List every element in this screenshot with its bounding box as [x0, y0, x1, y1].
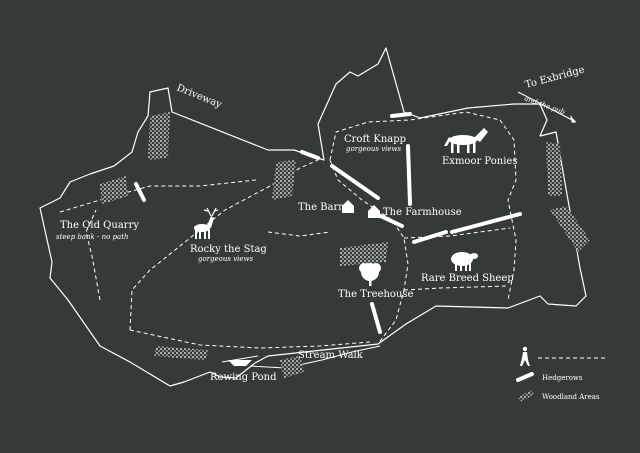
label-rare-breed-sheep: Rare Breed Sheep — [421, 273, 514, 284]
label-rowing-pond: Rowing Pond — [210, 372, 277, 383]
label-rocky-the-stag: Rocky the Stag — [190, 244, 267, 255]
label-croft-knapp: Croft Knapp — [344, 134, 406, 145]
legend-woodland-label: Woodland Areas — [542, 393, 600, 401]
label-the-treehouse: The Treehouse — [338, 289, 414, 300]
farmhouse-icon — [368, 205, 380, 218]
label-and-the-pub: and the pub — [523, 94, 566, 116]
map-labels: Driveway To Exbridge and the pub Croft K… — [56, 64, 586, 383]
legend: Hedgerows Woodland Areas — [516, 346, 606, 402]
boat-icon — [221, 355, 259, 366]
hedgerows — [134, 112, 522, 334]
legend-woodland-swatch — [518, 390, 534, 402]
pony-icon — [444, 128, 488, 153]
woodland-areas — [100, 112, 590, 378]
label-the-barn: The Barn — [298, 202, 345, 213]
stag-icon — [194, 207, 219, 239]
sheep-icon — [451, 252, 478, 271]
label-the-farmhouse: The Farmhouse — [383, 207, 462, 218]
label-old-quarry-note: steep bank - no path — [56, 233, 129, 241]
tree-icon — [359, 263, 381, 286]
label-rocky-note: gorgeous views — [198, 255, 254, 263]
label-driveway: Driveway — [175, 83, 224, 111]
estate-boundary — [39, 47, 587, 387]
arrow-icon — [517, 91, 577, 123]
inner-boundary — [249, 345, 381, 369]
label-exmoor-ponies: Exmoor Ponies — [442, 156, 517, 167]
walker-icon — [520, 346, 530, 366]
label-to-exbridge: To Exbridge — [524, 64, 586, 90]
legend-hedgerows-label: Hedgerows — [542, 374, 583, 382]
legend-hedgerow-swatch — [516, 372, 534, 382]
barn-icon — [342, 200, 354, 213]
label-the-old-quarry: The Old Quarry — [60, 220, 139, 231]
label-stream-walk: Stream Walk — [298, 350, 364, 361]
label-croft-knapp-note: gorgeous views — [346, 145, 402, 153]
